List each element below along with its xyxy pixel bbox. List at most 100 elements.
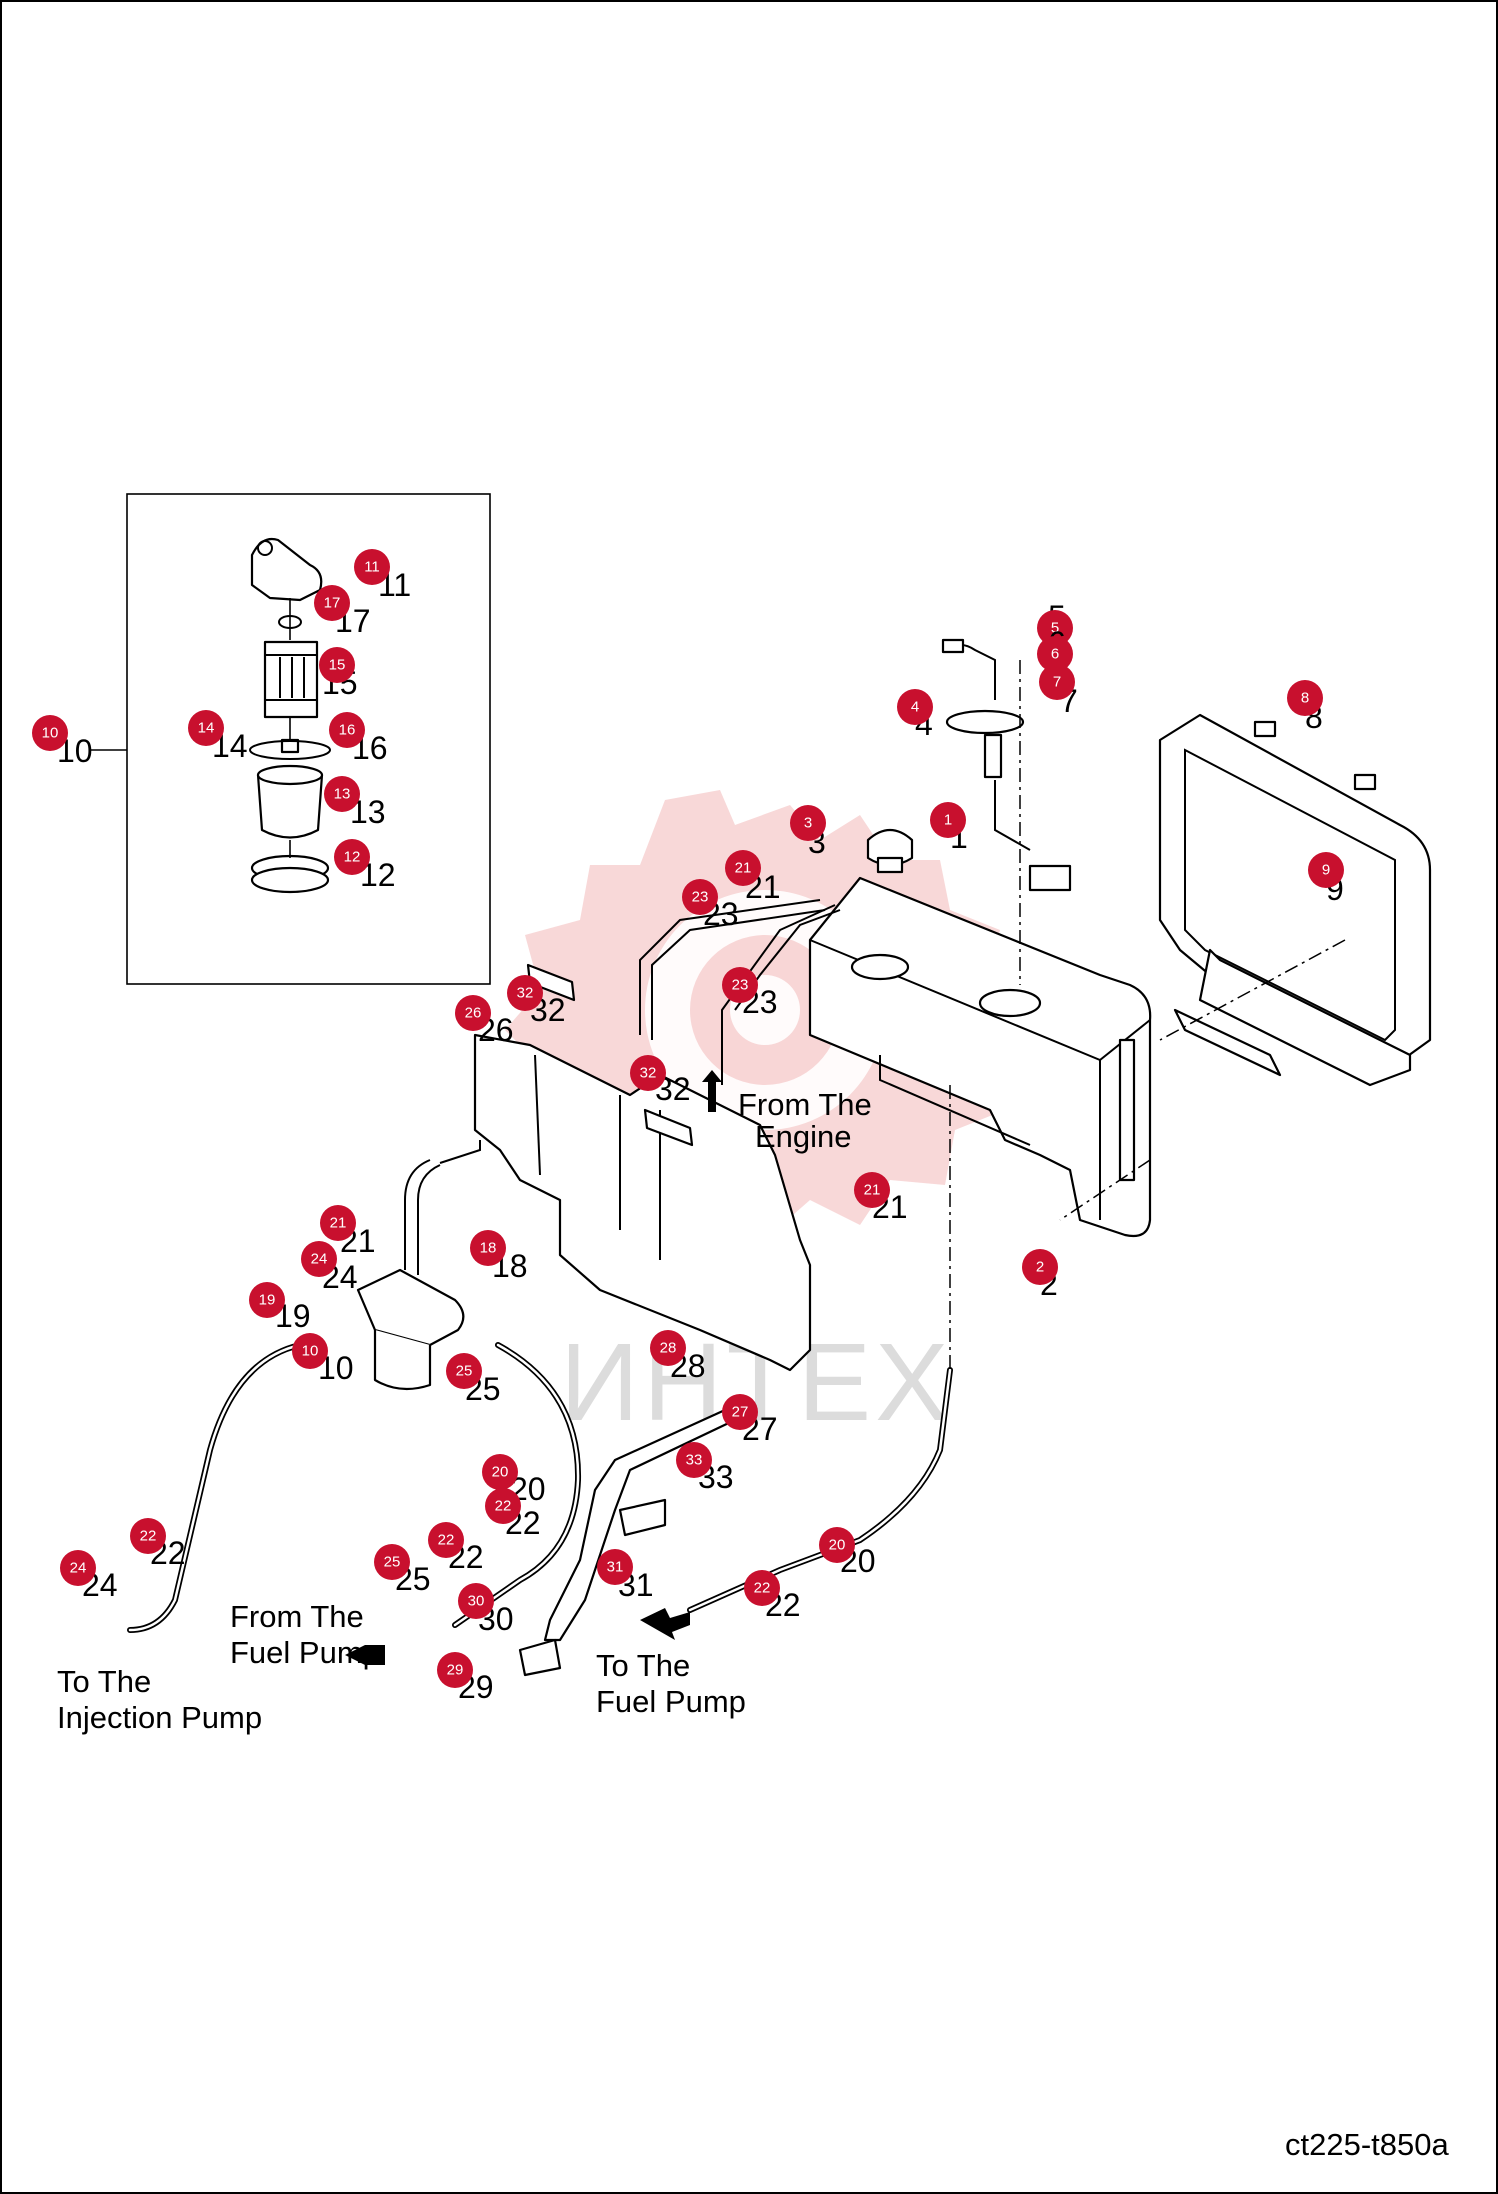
callout-c4: 44 <box>897 689 933 742</box>
callout-badge-number: 6 <box>1051 646 1059 663</box>
callout-badge <box>1039 664 1075 700</box>
supply-line <box>639 899 826 1040</box>
callout-badge-number: 22 <box>140 1528 157 1545</box>
callouts: 1122334455667788991010101011111212131314… <box>32 549 1344 1705</box>
callout-badge-number: 20 <box>829 1537 846 1554</box>
callout-badge <box>722 967 758 1003</box>
callout-badge <box>1308 852 1344 888</box>
callout-badge <box>1037 610 1073 646</box>
arrow-to-fuel-pump <box>640 1608 690 1640</box>
filter-to-shield <box>439 1140 481 1164</box>
drawing-id: ct225-t850a <box>1285 2127 1449 2162</box>
callout-badge <box>470 1230 506 1266</box>
callout-badge <box>458 1583 494 1619</box>
note-to-injection-pump-1: To The <box>57 1664 151 1699</box>
callout-badge-number: 11 <box>364 559 380 576</box>
callout-badge <box>32 715 68 751</box>
note-to-injection-pump-2: Injection Pump <box>57 1700 262 1735</box>
callout-badge <box>320 1205 356 1241</box>
callout-badge-number: 7 <box>1053 674 1061 691</box>
callout-badge <box>482 1454 518 1490</box>
callout-badge-number: 10 <box>42 725 59 742</box>
fuel-tank <box>808 876 1152 1238</box>
filter-feed-line <box>404 1159 441 1275</box>
callout-badge-number: 3 <box>804 815 812 832</box>
callout-badge <box>455 995 491 1031</box>
callout-badge-number: 28 <box>660 1340 677 1357</box>
callout-badge-number: 10 <box>302 1343 319 1360</box>
callout-badge-number: 22 <box>495 1498 512 1515</box>
callout-badge-number: 30 <box>468 1593 485 1610</box>
callout-badge <box>301 1241 337 1277</box>
callout-badge-number: 20 <box>492 1464 509 1481</box>
callout-badge <box>507 975 543 1011</box>
callout-badge-number: 22 <box>438 1532 455 1549</box>
callout-badge <box>437 1652 473 1688</box>
fuel-sender <box>941 638 1072 985</box>
callout-badge <box>446 1353 482 1389</box>
callout-badge <box>897 689 933 725</box>
callout-badge-number: 33 <box>686 1452 703 1469</box>
callout-badge-number: 22 <box>754 1580 771 1597</box>
callout-badge-number: 21 <box>330 1215 347 1232</box>
callout-c9: 99 <box>1308 852 1344 907</box>
callout-badge <box>676 1442 712 1478</box>
callout-badge-number: 21 <box>735 860 752 877</box>
callout-badge <box>374 1544 410 1580</box>
callout-badge <box>722 1394 758 1430</box>
callout-badge <box>485 1488 521 1524</box>
note-from-engine-1: From The <box>738 1087 872 1122</box>
callout-badge <box>682 879 718 915</box>
callout-badge-number: 25 <box>456 1363 473 1380</box>
callout-c6: 66 <box>1037 625 1073 672</box>
callout-badge-number: 29 <box>447 1662 464 1679</box>
callout-badge-number: 25 <box>384 1554 401 1571</box>
callout-c2: 22 <box>1022 1249 1058 1302</box>
callout-c8: 88 <box>1287 680 1323 735</box>
callout-badge <box>790 805 826 841</box>
callout-badge <box>334 839 370 875</box>
callout-badge <box>319 647 355 683</box>
callout-badge-number: 17 <box>324 595 341 612</box>
callout-badge-number: 19 <box>259 1292 276 1309</box>
callout-badge <box>1287 680 1323 716</box>
arrow-from-engine <box>702 1070 722 1112</box>
callout-badge-number: 26 <box>465 1005 482 1022</box>
callout-badge-number: 32 <box>517 985 534 1002</box>
filter-detail-inset <box>126 493 491 985</box>
callout-badge <box>354 549 390 585</box>
callout-badge <box>650 1330 686 1366</box>
callout-badge-number: 31 <box>607 1559 624 1576</box>
note-from-engine-2: Engine <box>755 1119 852 1154</box>
callout-c5: 55 <box>1037 599 1073 646</box>
note-to-fuel-pump-2: Fuel Pump <box>596 1684 746 1719</box>
callout-badge-number: 23 <box>692 889 709 906</box>
callout-badge <box>1022 1249 1058 1285</box>
callout-badge <box>60 1550 96 1586</box>
callout-badge <box>428 1522 464 1558</box>
